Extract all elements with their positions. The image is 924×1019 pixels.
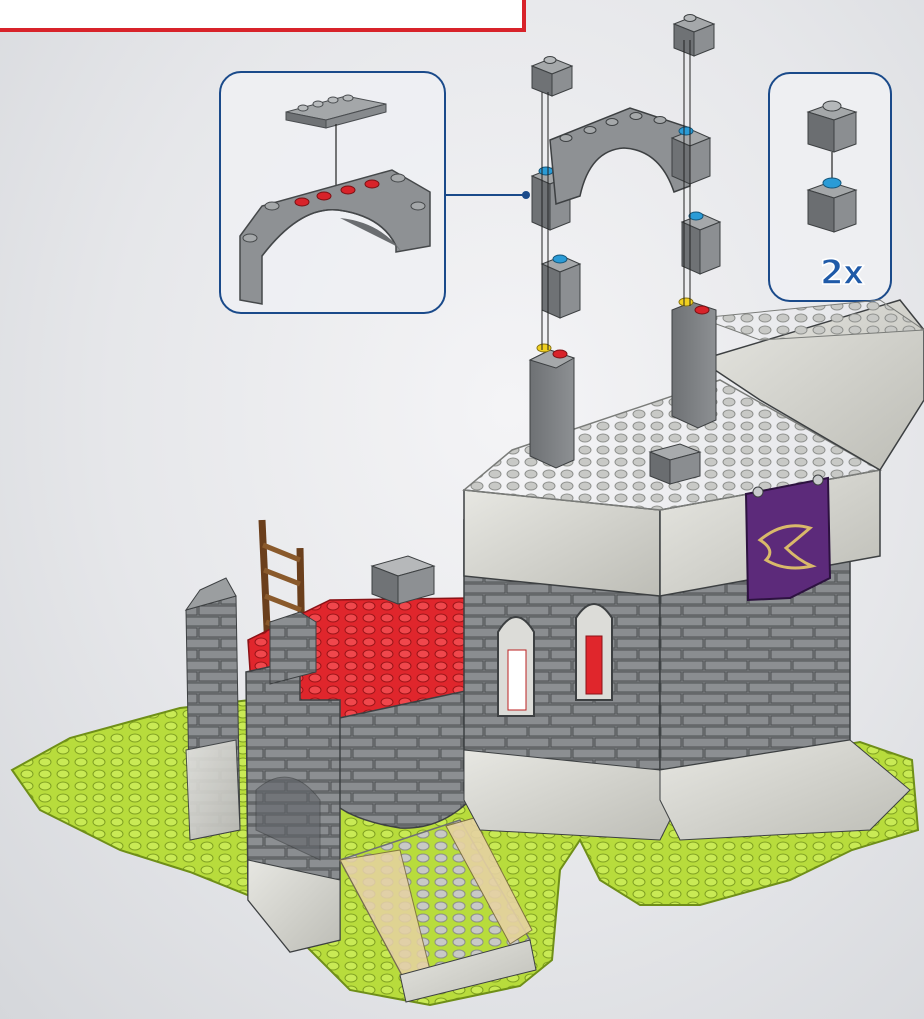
left-wall [186,578,240,840]
arch-brick-icon [550,108,690,204]
floating-brick [674,15,714,57]
callout-pointer-dot [522,191,530,199]
banner-icon [746,475,830,600]
arch-brick-icon [240,170,430,304]
right-pillar [672,298,716,428]
quantity-label: 2x [820,253,880,293]
brick-1x1-icon [808,178,856,232]
floating-brick [532,57,572,97]
floating-brick [682,212,720,274]
top-block [650,444,700,484]
plate-1x4-icon [286,95,386,128]
floating-brick [672,127,710,184]
left-pillar [530,344,574,468]
brick-1x1-icon [808,101,856,152]
roof-block [372,556,434,604]
